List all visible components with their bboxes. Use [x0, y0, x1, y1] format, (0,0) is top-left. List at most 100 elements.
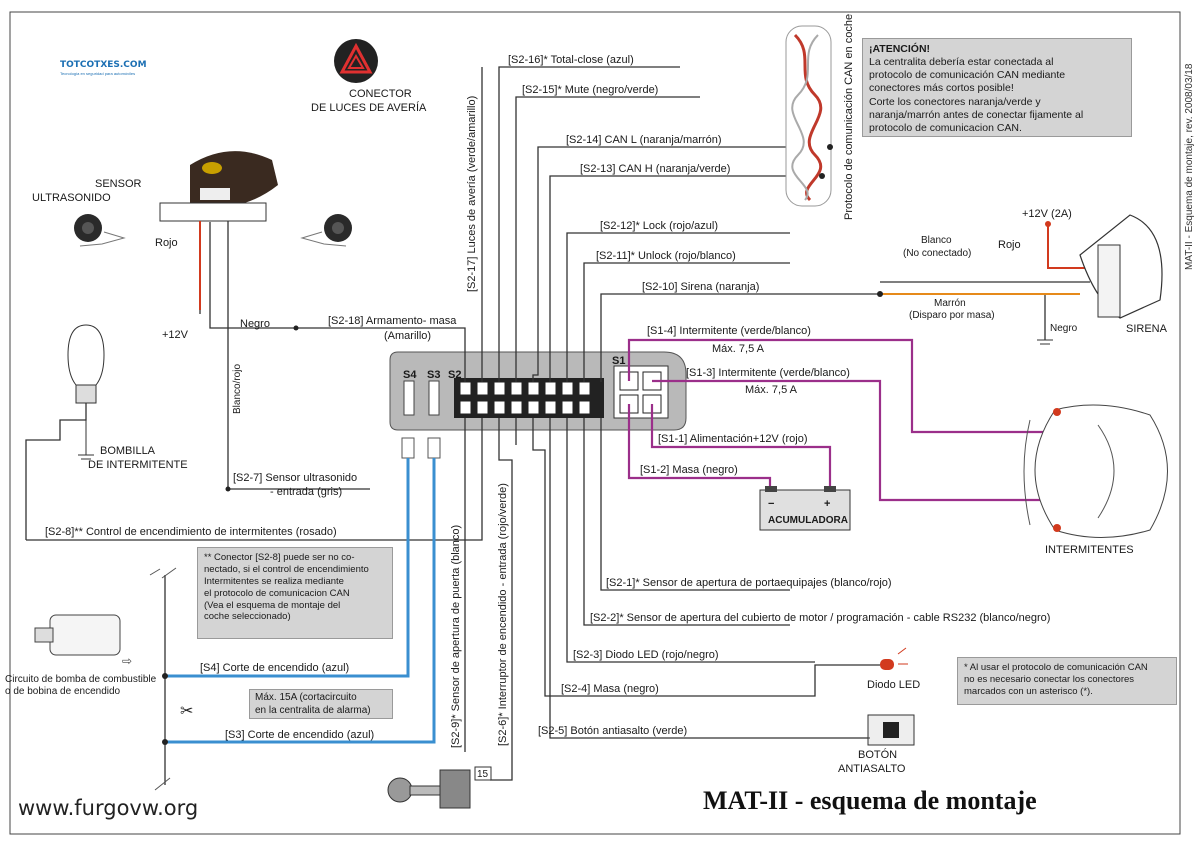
attention-line: protocolo de comunicacion CAN.	[869, 121, 1022, 134]
wire-s2-12-label: [S2-12]* Lock (rojo/azul)	[600, 220, 718, 232]
wire-s2-9-label: [S2-9]* Sensor de apertura de puerta (bl…	[450, 525, 462, 748]
siren-rojo-label: Rojo	[998, 239, 1021, 251]
wire-s2-7-label: [S2-7] Sensor ultrasonido	[233, 472, 357, 484]
wire-s1-1-label: [S1-1] Alimentación+12V (rojo)	[658, 433, 808, 445]
wire-s2-3-label: [S2-3] Diodo LED (rojo/negro)	[573, 649, 719, 661]
can-vertical-label: Protocolo de comunicación CAN en coche	[843, 14, 855, 220]
module-label-s3: S3	[427, 369, 440, 381]
can-note-line: marcados con un asterisco (*).	[964, 685, 1093, 697]
sensor-12v-label: +12V	[162, 329, 189, 341]
can-note-line: * Al usar el protocolo de comunicación C…	[964, 662, 1148, 673]
ultrasonic-sensor: SENSOR ULTRASONIDO	[32, 151, 352, 247]
attention-line: La centralita debería estar conectada al	[869, 56, 1054, 69]
can-bus: Protocolo de comunicación CAN en coche	[785, 14, 855, 220]
s28-note-line: ** Conector [S2-8] puede ser no co-	[204, 552, 355, 563]
module-label-s4: S4	[403, 369, 417, 381]
led-and-button: Diodo LED BOTÓN ANTIASALTO	[838, 647, 920, 775]
s3-slot	[428, 380, 440, 416]
wire-s2-8-label: [S2-8]** Control de encendimiento de int…	[45, 526, 337, 538]
brand-logo: TOTCOTXES.COM	[60, 60, 147, 70]
battery-minus: −	[768, 498, 774, 510]
wire-s1-3-label: [S1-3] Intermitente (verde/blanco)	[686, 367, 850, 379]
fuse-note-line: en la centralita de alarma)	[255, 704, 371, 716]
frame	[9, 11, 1181, 835]
wire-s1-2-label: [S1-2] Masa (negro)	[640, 464, 738, 476]
s2-top-wires	[209, 66, 880, 382]
siren-noconn-label: (No conectado)	[903, 248, 971, 259]
sensor-rojo-label: Rojo	[155, 237, 178, 249]
wire-s1-4-label: [S1-4] Intermitente (verde/blanco)	[647, 325, 811, 337]
s4-slot	[403, 380, 415, 416]
siren: SIRENA +12V (2A) Rojo Blanco (No conecta…	[877, 208, 1168, 345]
s28-note-line: Intermitentes se realiza mediante	[204, 575, 344, 587]
bulb-label-1: BOMBILLA	[100, 445, 156, 457]
wire-s2-1-label: [S2-1]* Sensor de apertura de portaequip…	[606, 577, 892, 589]
fuse-note-line: Máx. 15A (cortacircuito	[255, 692, 357, 703]
wire-s1-4-max: Máx. 7,5 A	[712, 343, 765, 355]
attention-line: Corte los conectores naranja/verde y	[869, 95, 1041, 108]
attention-line: protocolo de comunicación CAN mediante	[869, 69, 1066, 82]
ignition-cut: [S4] Corte de encendido (azul) [S3] Cort…	[5, 437, 441, 791]
wire-s2-18-label: [S2-18] Armamento- masa	[328, 315, 457, 327]
wire-s2-16-label: [S2-16]* Total-close (azul)	[508, 54, 634, 66]
scissors-icon: ✂	[180, 703, 193, 720]
wire-s2-18-color: (Amarillo)	[384, 330, 431, 342]
module-label-s1: S1	[612, 355, 625, 367]
wire-s2-17-label: [S2-17] Luces de avería (verde/amarillo)	[466, 96, 478, 292]
fuse-note: Máx. 15A (cortacircuito en la centralita…	[249, 689, 393, 719]
bulb-label-2: DE INTERMITENTE	[88, 459, 188, 471]
wire-s2-14-label: [S2-14] CAN L (naranja/marrón)	[566, 134, 722, 146]
wire-s2-15-label: [S2-15]* Mute (negro/verde)	[522, 84, 658, 96]
pump-label-1: Circuito de bomba de combustible	[5, 674, 157, 685]
hazard-label-1: CONECTOR	[349, 88, 412, 100]
attention-note: ¡ATENCIÓN! La centralita debería estar c…	[862, 38, 1132, 137]
s28-note-line: (Vea el esquema de montaje del	[204, 599, 341, 611]
sensor-label-2: ULTRASONIDO	[32, 192, 111, 204]
car-blinkers: INTERMITENTES	[1023, 404, 1168, 556]
wire-s2-4-label: [S2-4] Masa (negro)	[561, 683, 659, 695]
s1-wires	[627, 338, 1060, 502]
s2-bottom-wires	[464, 418, 880, 781]
wire-s2-5-label: [S2-5] Botón antiasalto (verde)	[538, 725, 687, 737]
alarm-module: S4 S3 S2 S1	[389, 351, 687, 431]
ignition-tag: 15	[477, 769, 489, 780]
side-revision: MAT-II - Esquema de montaje, rev. 2008/0…	[1184, 63, 1195, 270]
hazard-connector: CONECTOR DE LUCES DE AVERÍA	[311, 39, 427, 114]
ignition-switch: 15	[387, 766, 492, 809]
s28-note-line: nectado, si el control de encendimiento	[204, 563, 369, 575]
s2-pins	[459, 381, 591, 415]
button-label-1: BOTÓN	[858, 748, 897, 761]
battery-plus: +	[824, 498, 830, 510]
wire-s2-6-label: [S2-6]* Interruptor de encendido - entra…	[497, 483, 509, 746]
siren-disparo-label: (Disparo por masa)	[909, 310, 995, 321]
wire-s1-3-max: Máx. 7,5 A	[745, 384, 798, 396]
battery-label: ACUMULADORA	[768, 515, 848, 526]
pump-label-2: o de bobina de encendido	[5, 686, 121, 697]
module-label-s2: S2	[448, 369, 461, 381]
attention-title: ¡ATENCIÓN!	[869, 43, 931, 55]
s28-note-line: coche seleccionado)	[204, 611, 291, 623]
sensor-blanco-rojo-label: Blanco/rojo	[232, 364, 243, 414]
s28-note: ** Conector [S2-8] puede ser no co- nect…	[197, 547, 393, 639]
led-label: Diodo LED	[867, 679, 920, 691]
wire-s4-label: [S4] Corte de encendido (azul)	[200, 662, 349, 674]
brand-logo-sub: Tecnología en seguridad para automóviles	[60, 71, 136, 76]
siren-marron-label: Marrón	[934, 298, 966, 309]
wire-s2-13-label: [S2-13] CAN H (naranja/verde)	[580, 163, 730, 175]
siren-12v-label: +12V (2A)	[1022, 208, 1072, 220]
sensor-label-1: SENSOR	[95, 178, 142, 190]
sensor-negro-label: Negro	[240, 318, 270, 330]
siren-blanco-label: Blanco	[921, 235, 952, 246]
attention-line: conectores más cortos posible!	[869, 82, 1014, 95]
siren-negro-label: Negro	[1050, 323, 1078, 334]
s28-note-line: el protocolo de comunicacion CAN	[204, 587, 350, 599]
blinker-bulb: BOMBILLA DE INTERMITENTE	[25, 324, 188, 540]
can-note: * Al usar el protocolo de comunicación C…	[957, 657, 1177, 705]
page-title: MAT-II - esquema de montaje	[703, 786, 1037, 815]
can-note-line: no es necesario conectar los conectores	[964, 673, 1135, 685]
button-label-2: ANTIASALTO	[838, 763, 906, 775]
wire-s2-11-label: [S2-11]* Unlock (rojo/blanco)	[596, 250, 736, 262]
battery: − + ACUMULADORA	[759, 486, 851, 531]
